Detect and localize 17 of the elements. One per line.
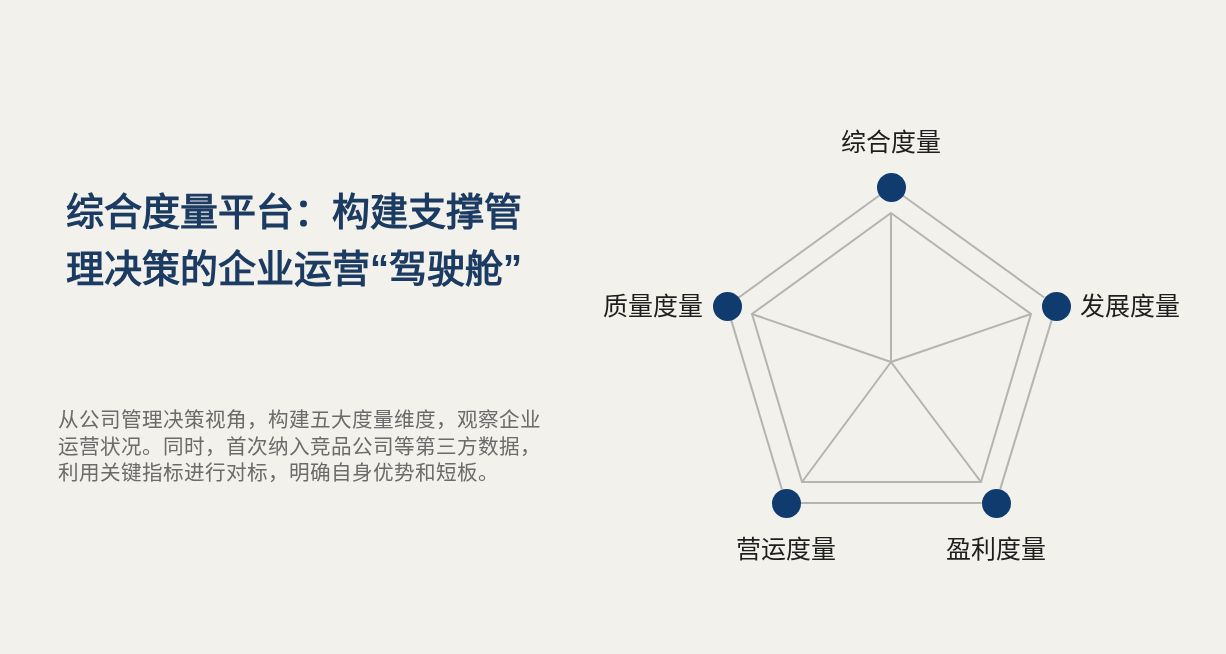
dot-icon — [712, 291, 742, 321]
pentagon-side — [999, 318, 1053, 491]
axis-label: 发展度量 — [1080, 291, 1180, 321]
title: 综合度量平台：构建支撑管理决策的企业运营“驾驶舱” — [66, 190, 523, 292]
dot-icon — [1041, 291, 1071, 321]
pentagon-side — [730, 318, 783, 491]
axis-label: 盈利度量 — [946, 534, 1046, 564]
description-text: 从公司管理决策视角，构建五大度量维度，观察企业运营状况。同时，首次纳入竞品公司等第三方数据，利用关键指标进行对标，明确自身优势和短板。 — [58, 407, 542, 486]
pentagon-side — [799, 502, 983, 504]
axis-label: 综合度量 — [841, 127, 941, 157]
pentagon-side — [901, 194, 1046, 299]
axis-label: 营运度量 — [736, 534, 836, 564]
pentagon-side — [737, 194, 881, 299]
dot-icon — [981, 488, 1011, 518]
axis-label: 质量度量 — [603, 291, 703, 321]
dot-icon — [876, 172, 906, 202]
dot-icon — [771, 488, 801, 518]
